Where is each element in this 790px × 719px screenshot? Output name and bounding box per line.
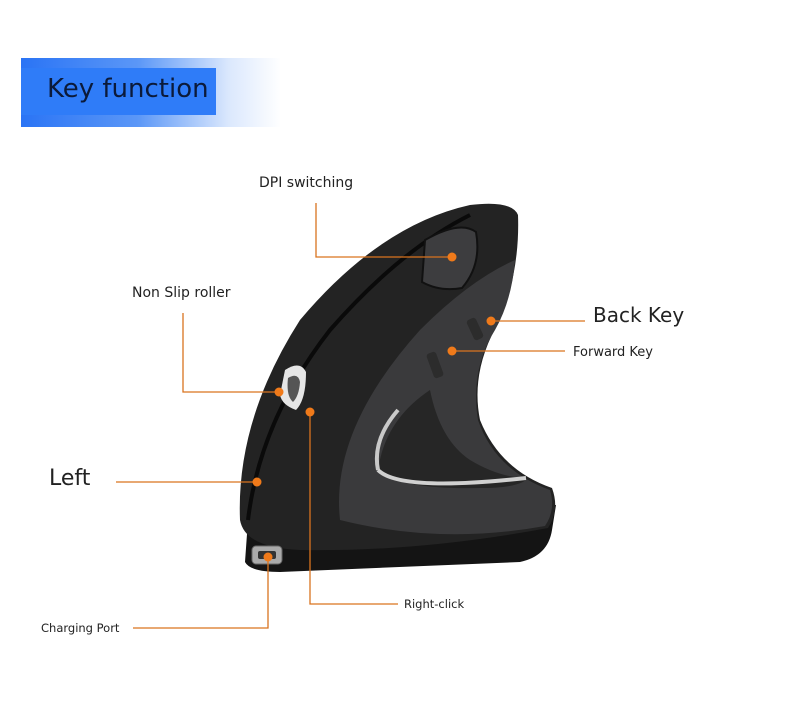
label-right-click: Right-click	[404, 597, 465, 611]
title-banner	[21, 68, 216, 115]
label-left: Left	[49, 466, 91, 491]
leader-line-right-click	[309, 412, 398, 605]
label-charging-port: Charging Port	[41, 621, 120, 635]
label-back-key: Back Key	[593, 303, 685, 327]
marker-dot-right-click	[305, 407, 315, 417]
marker-dot-forward	[447, 346, 457, 356]
leader-line-charging	[133, 557, 269, 629]
label-non-slip-roller: Non Slip roller	[132, 285, 231, 301]
label-forward-key: Forward Key	[573, 345, 653, 360]
marker-dot-dpi	[447, 252, 457, 262]
marker-dot-back	[486, 316, 496, 326]
leader-line-dpi	[315, 203, 452, 258]
label-dpi-switching: DPI switching	[259, 175, 354, 191]
marker-dot-charging	[263, 552, 273, 562]
page-title: Key function	[47, 74, 209, 104]
mouse-image	[239, 203, 556, 572]
marker-dot-left	[252, 477, 262, 487]
leader-line-roller	[182, 313, 279, 393]
marker-dot-roller	[274, 387, 284, 397]
